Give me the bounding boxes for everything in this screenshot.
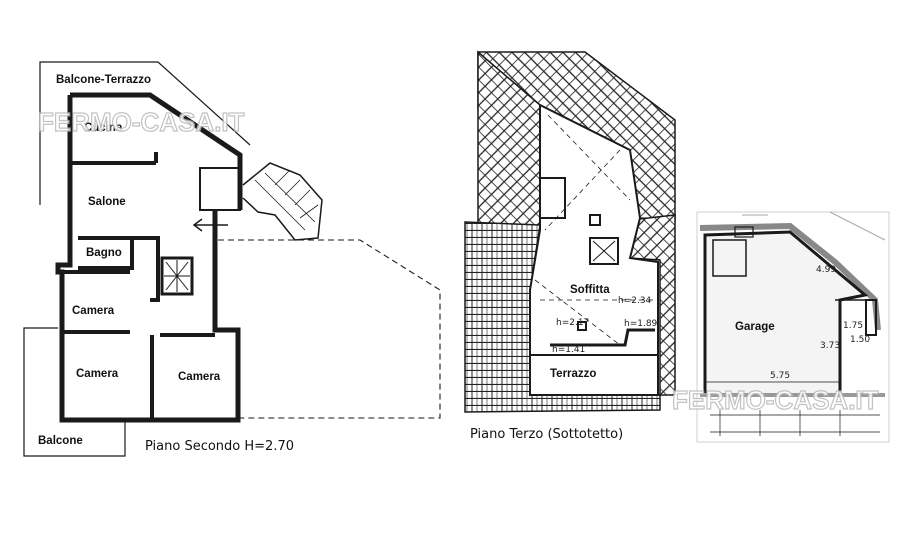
plan-second-floor bbox=[23, 61, 441, 457]
caption-piano-secondo: Piano Secondo H=2.70 bbox=[145, 439, 294, 454]
room-soffitta: Soffitta bbox=[570, 284, 610, 296]
room-balcone: Balcone bbox=[38, 435, 83, 447]
measure-label: 4.99 bbox=[816, 265, 836, 275]
room-terrazzo: Terrazzo bbox=[550, 368, 596, 380]
watermark-top: FERMO-CASA.IT bbox=[38, 107, 245, 137]
room-camera-2: Camera bbox=[76, 368, 119, 380]
room-garage: Garage bbox=[735, 321, 775, 333]
plan-third-details bbox=[534, 114, 655, 347]
plan-third-floor bbox=[464, 50, 676, 413]
room-camera-1: Camera bbox=[72, 305, 115, 317]
measure-label: 1.75 bbox=[843, 321, 863, 331]
plan-garage bbox=[696, 211, 890, 443]
height-label: h=2.17 bbox=[556, 318, 589, 328]
measure-label: 1.50 bbox=[850, 335, 870, 345]
room-salone: Salone bbox=[88, 196, 126, 208]
height-label: h=1.89 bbox=[624, 319, 658, 329]
room-balcone-terrazzo: Balcone-Terrazzo bbox=[56, 74, 151, 86]
measure-label: 3.73 bbox=[820, 341, 840, 351]
height-label: h=1.41 bbox=[552, 345, 585, 355]
watermark-bottom: FERMO-CASA.IT bbox=[672, 385, 879, 415]
measure-label: 5.75 bbox=[770, 371, 790, 381]
height-label: h=2.34 bbox=[618, 296, 652, 306]
room-camera-3: Camera bbox=[178, 371, 221, 383]
room-bagno: Bagno bbox=[86, 247, 122, 259]
room-cucina: Cucina bbox=[84, 122, 123, 134]
caption-piano-terzo: Piano Terzo (Sottotetto) bbox=[470, 427, 623, 442]
